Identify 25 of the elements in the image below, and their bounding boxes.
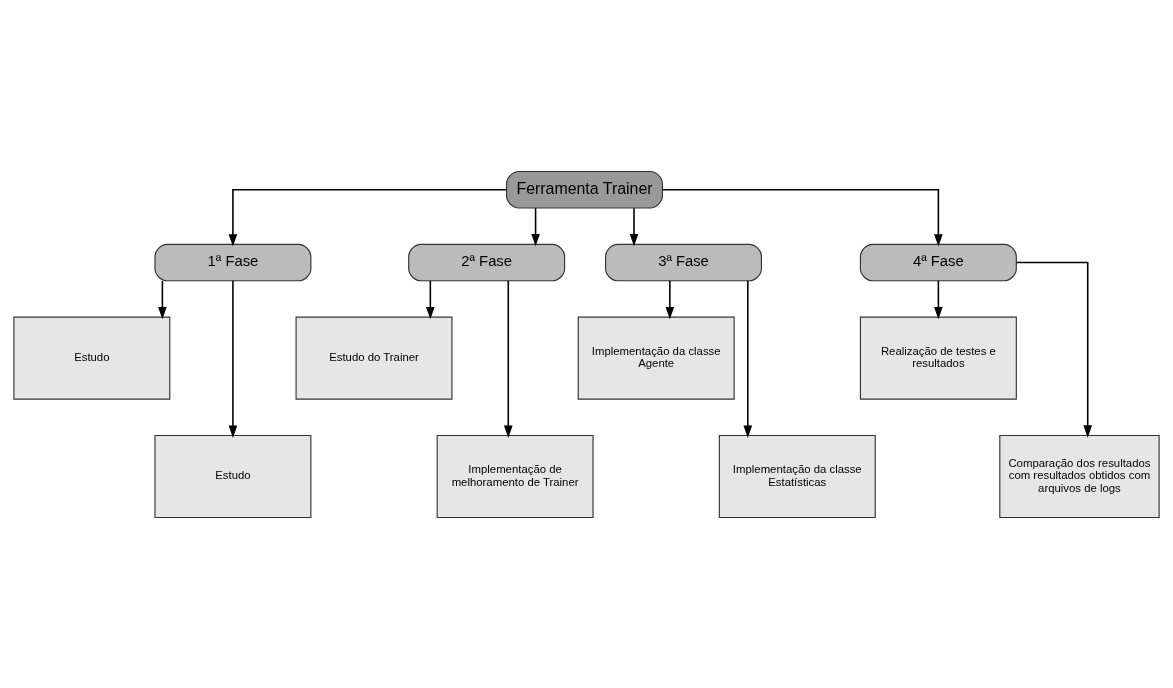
node-box: Implementação da classe Estatísticas: [718, 434, 876, 518]
arrow: [934, 279, 943, 319]
arrow: [426, 279, 435, 319]
node-box: Estudo do Trainer: [295, 316, 453, 400]
arrow: [531, 206, 540, 246]
node-box: Realização de testes e resultados: [859, 316, 1017, 400]
node-box: Ferramenta Trainer: [506, 170, 664, 209]
node-box: 1ª Fase: [154, 243, 312, 281]
arrow: [503, 279, 513, 438]
arrow: [661, 188, 943, 247]
arrow: [158, 279, 167, 319]
node-box: Estudo: [154, 434, 312, 518]
arrow: [228, 279, 238, 438]
arrow: [228, 188, 508, 247]
node-box: Estudo: [13, 316, 171, 400]
node-box: 2ª Fase: [408, 243, 566, 281]
arrow: [629, 206, 639, 246]
node-box: Implementação de melhoramento de Trainer: [436, 434, 594, 518]
node-box: Comparação dos resultados com resultados obtidos com arquivos de logs: [999, 434, 1160, 518]
arrow: [1015, 261, 1093, 438]
arrow: [743, 279, 753, 438]
node-box: 4ª Fase: [859, 243, 1017, 281]
arrow: [665, 279, 675, 319]
node-box: Implementação da classe Agente: [577, 316, 735, 400]
node-box: 3ª Fase: [605, 243, 762, 281]
